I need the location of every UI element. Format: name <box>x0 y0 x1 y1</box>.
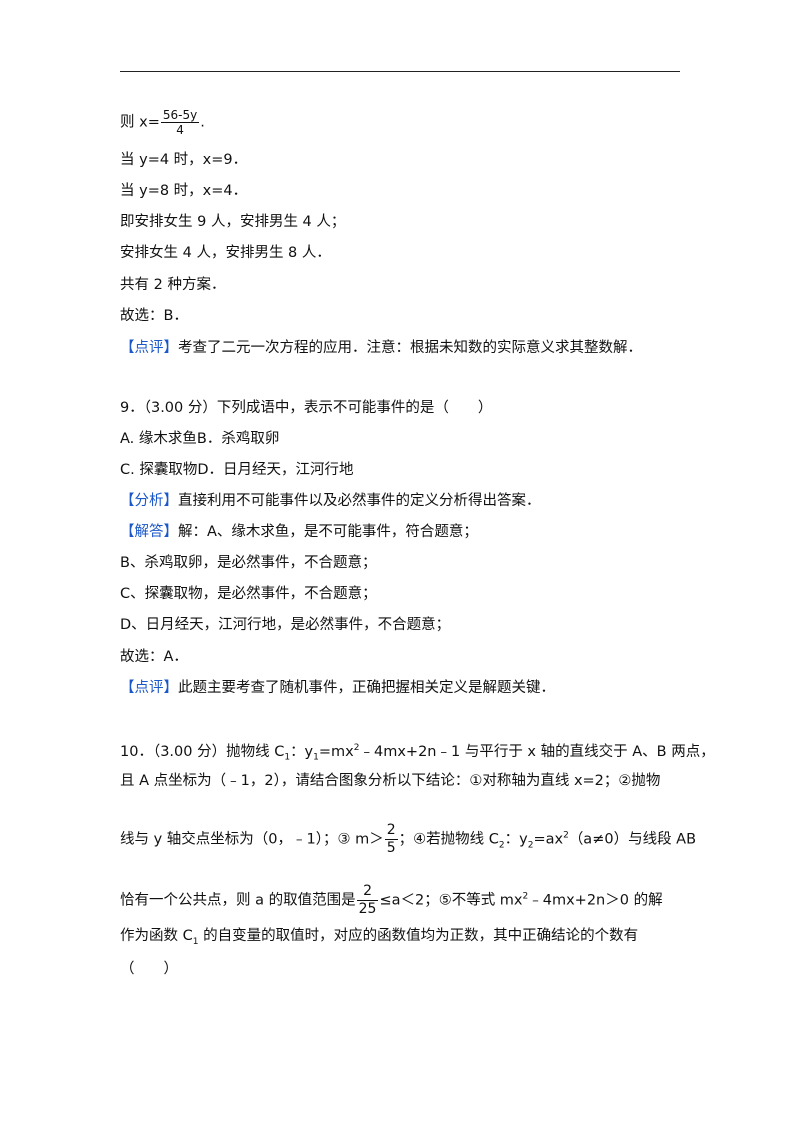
fraction-denominator: 25 <box>358 901 377 917</box>
text: ≤a＜2；⑤不等式 mx <box>379 892 523 909</box>
comment-text: 此题主要考查了随机事件，正确把握相关定义是解题关键． <box>178 680 555 696</box>
text-line: 当 y=4 时，x=9． <box>120 152 248 168</box>
text: =mx <box>318 743 354 760</box>
subscript: 2 <box>498 840 505 851</box>
question-10-line: （ ） <box>120 961 178 977</box>
header-rule <box>120 71 680 72</box>
fraction-denominator: 4 <box>176 123 184 137</box>
text-line: D、日月经天，江河行地，是必然事件，不合题意； <box>120 617 451 633</box>
text-line: C、探囊取物，是必然事件，不合题意； <box>120 586 377 602</box>
text: ：y <box>290 743 314 760</box>
text: （a≠0）与线段 AB <box>568 831 697 848</box>
answer-text: 解：A、缘木求鱼，是不可能事件，符合题意； <box>178 524 478 540</box>
question-10-line: 作为函数 C1 的自变量的取值时，对应的函数值均为正数，其中正确结论的个数有 <box>120 926 638 952</box>
question-9-title: 9．（3.00 分）下列成语中，表示不可能事件的是（ ） <box>120 400 493 416</box>
superscript: 2 <box>563 830 569 841</box>
subscript: 1 <box>313 752 319 763</box>
text-line: 安排女生 4 人，安排男生 8 人． <box>120 245 331 261</box>
fraction-numerator: 2 <box>384 822 398 840</box>
text: . <box>200 114 205 131</box>
comment-line: 【点评】考查了二元一次方程的应用．注意：根据未知数的实际意义求其整数解． <box>120 338 642 358</box>
text: 作为函数 C <box>120 928 193 944</box>
text-line: 故选：B． <box>120 308 188 324</box>
subscript: 1 <box>284 752 291 763</box>
option-line: A. 缘木求鱼B．杀鸡取卵 <box>120 431 280 447</box>
text: =ax <box>533 831 564 848</box>
fraction-denominator: 5 <box>386 840 396 856</box>
subscript: 2 <box>527 840 534 851</box>
superscript: 2 <box>353 743 360 753</box>
analysis-tag: 【分析】 <box>120 493 178 509</box>
fraction-numerator: 2 <box>356 883 379 901</box>
comment-line: 【点评】此题主要考查了随机事件，正确把握相关定义是解题关键． <box>120 678 555 698</box>
question-10-line: 10．（3.00 分）抛物线 C1：y1=mx2﹣4mx+2n﹣1 与平行于 x… <box>120 738 715 768</box>
subscript: 1 <box>192 936 199 947</box>
text: ﹣4mx+2n＞0 的解 <box>528 892 663 909</box>
analysis-text: 直接利用不可能事件以及必然事件的定义分析得出答案． <box>178 493 541 509</box>
text-line: 即安排女生 9 人，安排男生 4 人； <box>120 214 346 230</box>
text: 则 x= <box>120 114 160 131</box>
text-line: 共有 2 种方案． <box>120 277 226 293</box>
option-line: C. 探囊取物D．日月经天，江河行地 <box>120 462 354 478</box>
text: ：y <box>504 831 528 848</box>
text: 10．（3.00 分）抛物线 C <box>120 743 285 760</box>
comment-tag: 【点评】 <box>120 340 178 356</box>
text-line: 故选：A． <box>120 649 188 665</box>
question-10-line: 且 A 点坐标为（﹣1，2），请结合图象分析以下结论：①对称轴为直线 x=2；②… <box>120 773 661 789</box>
superscript: 2 <box>522 891 529 902</box>
text-line: B、杀鸡取卵，是必然事件，不合题意； <box>120 555 377 571</box>
text: 线与 y 轴交点坐标为（0，﹣1）；③ m＞ <box>120 831 384 848</box>
answer-line: 【解答】解：A、缘木求鱼，是不可能事件，符合题意； <box>120 522 478 542</box>
comment-tag: 【点评】 <box>120 680 178 696</box>
analysis-line: 【分析】直接利用不可能事件以及必然事件的定义分析得出答案． <box>120 491 541 511</box>
text: 的自变量的取值时，对应的函数值均为正数，其中正确结论的个数有 <box>198 928 639 944</box>
text: ；④若抛物线 C <box>398 831 499 848</box>
text: ﹣4mx+2n﹣1 与平行于 x 轴的直线交于 A、B 两点， <box>359 743 715 760</box>
fraction-numerator: 56-5y <box>160 108 200 123</box>
text-line: 当 y=8 时，x=4． <box>120 183 248 199</box>
comment-text: 考查了二元一次方程的应用．注意：根据未知数的实际意义求其整数解． <box>178 340 642 356</box>
answer-tag: 【解答】 <box>120 524 178 540</box>
text: 恰有一个公共点，则 a 的取值范围是 <box>120 892 356 909</box>
